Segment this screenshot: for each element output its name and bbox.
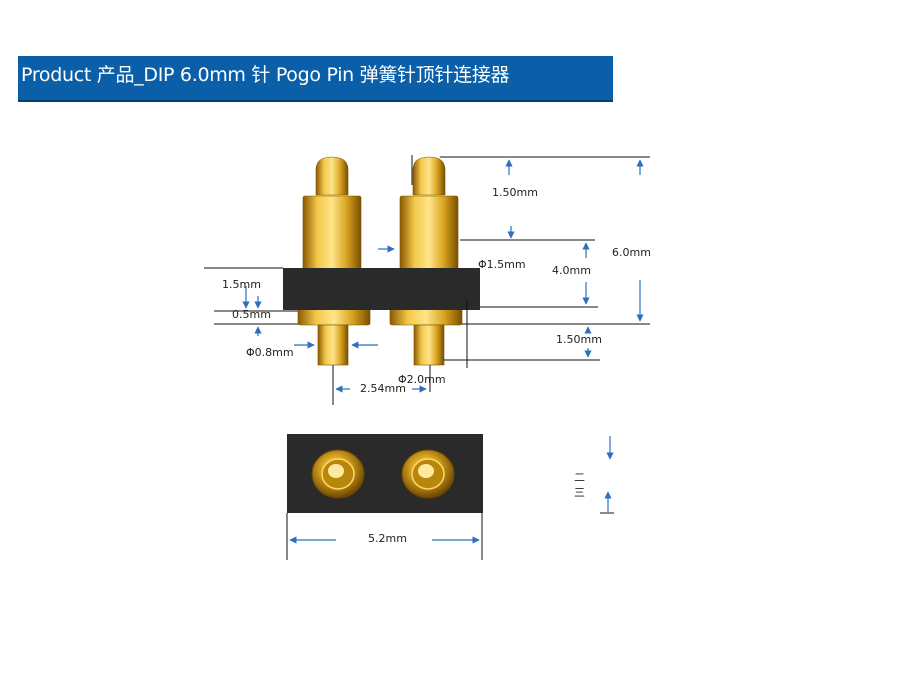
dim-top-plunger: 1.50mm bbox=[492, 186, 538, 199]
top-view: 5.2mm bbox=[286, 434, 483, 560]
title-bar: Product 产品_DIP 6.0mm 针 Pogo Pin 弹簧针顶针连接器 bbox=[18, 56, 613, 102]
pin-left bbox=[297, 156, 371, 366]
dim-flange-dia: Φ2.0mm bbox=[398, 373, 446, 386]
dim-insulator-height: 1.5mm bbox=[222, 278, 261, 291]
dim-total-height: 6.0mm bbox=[612, 246, 651, 259]
side-mark-1: 二 bbox=[574, 471, 585, 484]
insulator-body bbox=[283, 268, 480, 310]
side-mark-arrows bbox=[604, 436, 614, 512]
top-extension-lines bbox=[286, 513, 483, 560]
dim-barrel-height: 4.0mm bbox=[552, 264, 591, 277]
pin-head-right bbox=[401, 449, 455, 499]
dim-tail-dia: Φ0.8mm bbox=[246, 346, 294, 359]
pin-right bbox=[389, 156, 463, 366]
side-mark-2: 三 bbox=[574, 486, 585, 499]
side-marks: 二 三 bbox=[574, 436, 614, 514]
extension-lines bbox=[204, 155, 650, 405]
dim-width: 5.2mm bbox=[368, 532, 407, 545]
pin-head-left bbox=[311, 449, 365, 499]
dim-tail-length: 1.50mm bbox=[556, 333, 602, 346]
dim-flange: 0.5mm bbox=[232, 308, 271, 321]
side-view: 1.50mm 6.0mm Φ1.5mm 4.0mm 1.5mm 0.5mm Φ0… bbox=[204, 155, 651, 405]
dimension-arrows bbox=[242, 159, 644, 393]
dim-pitch: 2.54mm bbox=[360, 382, 406, 395]
page-title: Product 产品_DIP 6.0mm 针 Pogo Pin 弹簧针顶针连接器 bbox=[21, 64, 510, 86]
dim-barrel-dia: Φ1.5mm bbox=[478, 258, 526, 271]
